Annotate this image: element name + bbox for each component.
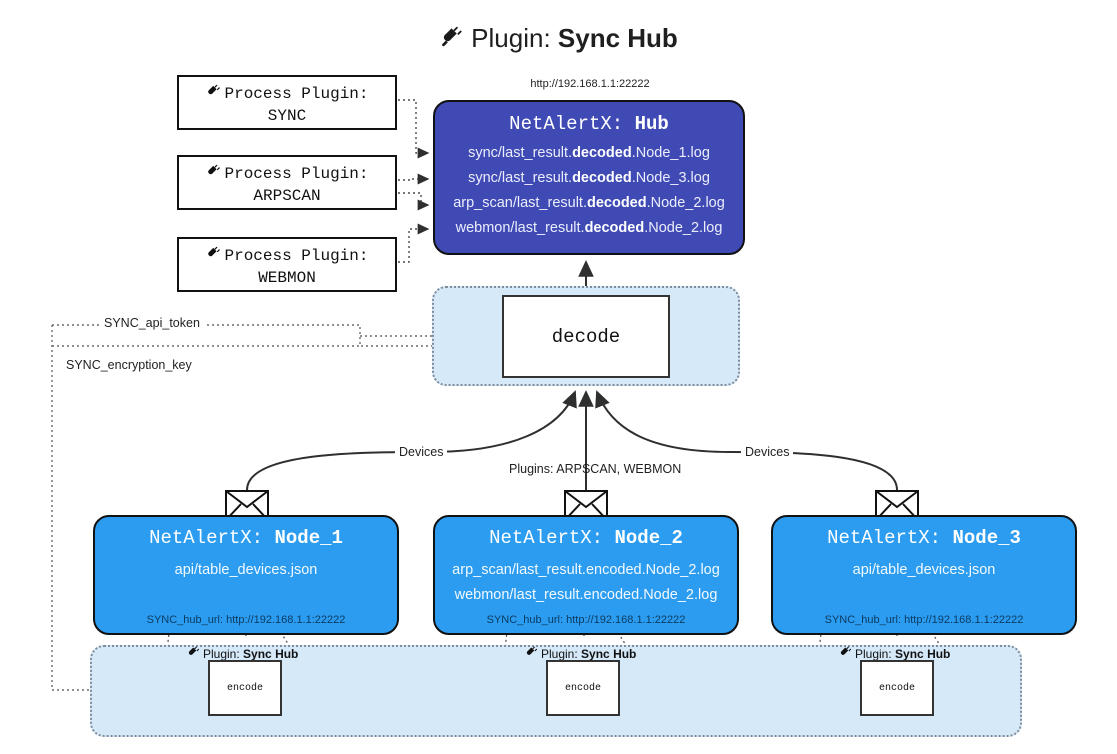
edge-label-devices-left: Devices [395, 445, 448, 459]
hub-title-prefix: NetAlertX: [509, 113, 624, 135]
plug-icon [205, 163, 222, 186]
hub-log-row: webmon/last_result.decoded.Node_2.log [435, 216, 743, 241]
plugin-name: Sync Hub [243, 647, 299, 661]
process-plugin-webmon-name: WEBMON [258, 269, 316, 287]
log-post: .Node_2.log [644, 220, 723, 236]
plugin-prefix: Plugin: [203, 647, 240, 661]
plugin-name: Sync Hub [581, 647, 637, 661]
hub-node[interactable]: NetAlertX: Hub sync/last_result.decoded.… [433, 100, 745, 255]
node-3-title: NetAlertX: Node_3 [773, 527, 1075, 549]
plugin-prefix: Plugin: [541, 647, 578, 661]
plug-icon [439, 19, 465, 63]
node-title-name: Node_1 [274, 527, 343, 549]
process-plugin-sync-name: SYNC [267, 107, 307, 125]
plug-icon [205, 245, 222, 268]
node-2-title: NetAlertX: Node_2 [435, 527, 737, 549]
node-2-lines: arp_scan/last_result.encoded.Node_2.log … [435, 558, 737, 608]
log-pre: arp_scan/last_result. [453, 195, 587, 211]
log-post: .Node_2.log [646, 195, 725, 211]
hub-log-row: sync/last_result.decoded.Node_1.log [435, 141, 743, 166]
label: Process Plugin: [224, 247, 369, 265]
process-plugin-sync-line1: Process Plugin: [179, 83, 395, 106]
plug-icon [186, 645, 201, 663]
plugin-prefix: Plugin: [855, 647, 892, 661]
node-1-hub-url: SYNC_hub_url: http://192.168.1.1:22222 [95, 614, 397, 626]
node-line: api/table_devices.json [174, 562, 318, 578]
node-title-prefix: NetAlertX: [489, 527, 604, 549]
url-key: SYNC_hub_url: [824, 614, 902, 626]
title-prefix: Plugin: [471, 23, 551, 53]
node-title-name: Node_3 [952, 527, 1021, 549]
log-pre: webmon/last_result. [455, 220, 585, 236]
encoder-2-plugin-label: Plugin: Sync Hub [524, 645, 636, 663]
node-line: api/table_devices.json [852, 562, 996, 578]
hub-url-label: http://192.168.1.1:22222 [530, 78, 650, 90]
url-value: http://192.168.1.1:22222 [226, 614, 346, 626]
sync-api-token-label: SYNC_api_token [100, 316, 204, 330]
node-title-prefix: NetAlertX: [827, 527, 942, 549]
label: Process Plugin: [224, 165, 369, 183]
node-line: webmon/last_result.encoded.Node_2.log [454, 587, 718, 603]
node-2[interactable]: NetAlertX: Node_2 arp_scan/last_result.e… [433, 515, 739, 635]
node-3-hub-url: SYNC_hub_url: http://192.168.1.1:22222 [773, 614, 1075, 626]
node-title-prefix: NetAlertX: [149, 527, 264, 549]
decode-box[interactable]: decode [502, 295, 670, 378]
process-plugin-sync[interactable]: Process Plugin: SYNC [177, 75, 397, 130]
encoder-1-plugin-label: Plugin: Sync Hub [186, 645, 298, 663]
node-1[interactable]: NetAlertX: Node_1 api/table_devices.json… [93, 515, 399, 635]
label: Process Plugin: [224, 85, 369, 103]
node-3[interactable]: NetAlertX: Node_3 api/table_devices.json… [771, 515, 1077, 635]
node-3-lines: api/table_devices.json [773, 558, 1075, 583]
log-pre: sync/last_result. [468, 170, 573, 186]
node-title-name: Node_2 [614, 527, 683, 549]
url-key: SYNC_hub_url: [486, 614, 564, 626]
url-key: SYNC_hub_url: [146, 614, 224, 626]
process-plugin-webmon[interactable]: Process Plugin: WEBMON [177, 237, 397, 292]
process-plugin-webmon-line1: Process Plugin: [179, 245, 395, 268]
log-mid: decoded [572, 170, 632, 186]
sync-encryption-key-label: SYNC_encryption_key [62, 358, 196, 372]
plug-icon [838, 645, 853, 663]
log-mid: decoded [584, 220, 645, 236]
encode-box-2[interactable]: encode [546, 660, 620, 716]
encode-box-1[interactable]: encode [208, 660, 282, 716]
hub-log-row: arp_scan/last_result.decoded.Node_2.log [435, 191, 743, 216]
node-line: arp_scan/last_result.encoded.Node_2.log [452, 562, 720, 578]
log-mid: decoded [586, 195, 647, 211]
log-post: .Node_1.log [631, 145, 710, 161]
process-plugin-arpscan-name: ARPSCAN [253, 187, 321, 205]
log-pre: sync/last_result. [468, 145, 573, 161]
plugin-name: Sync Hub [895, 647, 951, 661]
process-plugin-arpscan-line1: Process Plugin: [179, 163, 395, 186]
edge-label-plugins: Plugins: ARPSCAN, WEBMON [509, 462, 682, 476]
plug-icon [205, 83, 222, 106]
hub-log-list: sync/last_result.decoded.Node_1.log sync… [435, 141, 743, 241]
encode-box-3[interactable]: encode [860, 660, 934, 716]
hub-title: NetAlertX: Hub [435, 113, 743, 135]
node-1-title: NetAlertX: Node_1 [95, 527, 397, 549]
log-mid: decoded [572, 145, 632, 161]
encoder-3-plugin-label: Plugin: Sync Hub [838, 645, 950, 663]
node-1-lines: api/table_devices.json [95, 558, 397, 583]
hub-log-row: sync/last_result.decoded.Node_3.log [435, 166, 743, 191]
edge-label-devices-right: Devices [741, 445, 794, 459]
hub-title-name: Hub [634, 113, 669, 135]
log-post: .Node_3.log [631, 170, 710, 186]
url-value: http://192.168.1.1:22222 [566, 614, 686, 626]
node-2-hub-url: SYNC_hub_url: http://192.168.1.1:22222 [435, 614, 737, 626]
url-value: http://192.168.1.1:22222 [904, 614, 1024, 626]
title-name: Sync Hub [557, 23, 678, 53]
plug-icon [524, 645, 539, 663]
process-plugin-arpscan[interactable]: Process Plugin: ARPSCAN [177, 155, 397, 210]
page-title: Plugin: Sync Hub [0, 16, 1117, 63]
